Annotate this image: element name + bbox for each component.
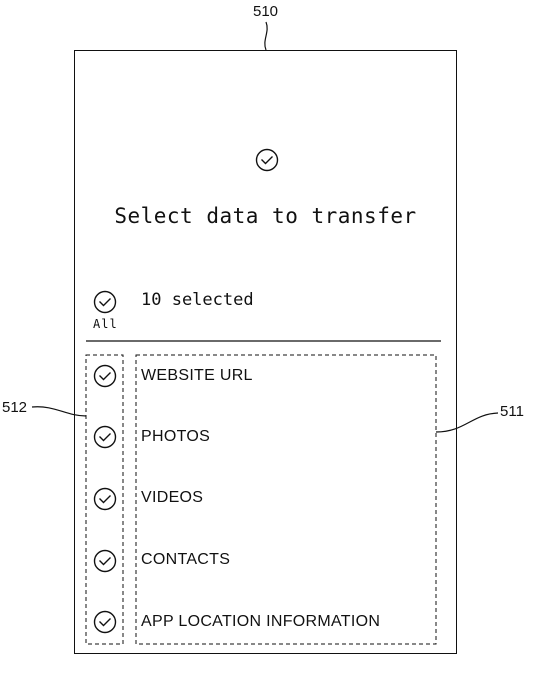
- ref-510-label: 510: [253, 3, 279, 20]
- check-circle-icon: [255, 148, 279, 172]
- check-circle-icon[interactable]: [93, 610, 117, 634]
- check-circle-icon[interactable]: [93, 549, 117, 573]
- ref-512-label: 512: [2, 399, 28, 416]
- list-item-label[interactable]: VIDEOS: [141, 489, 204, 506]
- list-item-label[interactable]: APP LOCATION INFORMATION: [141, 613, 381, 630]
- checkbox-column-box: [85, 354, 124, 645]
- select-all-label[interactable]: All: [93, 317, 118, 331]
- ref-511-label: 511: [500, 403, 524, 420]
- check-circle-icon[interactable]: [93, 487, 117, 511]
- check-circle-icon[interactable]: [93, 425, 117, 449]
- select-all-check-icon[interactable]: [93, 290, 117, 314]
- item-list-box: [135, 354, 437, 645]
- device-screen: [74, 50, 457, 654]
- ref-512-leader: [31, 406, 87, 417]
- list-item-label[interactable]: WEBSITE URL: [141, 367, 253, 384]
- ref-511-leader: [435, 412, 499, 433]
- check-circle-icon[interactable]: [93, 364, 117, 388]
- list-item-label[interactable]: CONTACTS: [141, 551, 231, 568]
- ref-510-leader: [264, 21, 268, 51]
- selected-count: 10 selected: [141, 290, 254, 310]
- screen-title: Select data to transfer: [114, 204, 417, 228]
- list-item-label[interactable]: PHOTOS: [141, 428, 211, 445]
